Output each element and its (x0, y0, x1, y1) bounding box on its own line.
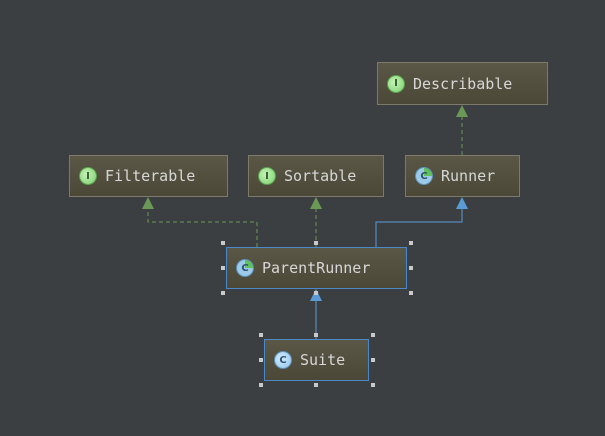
node-runner[interactable]: C Runner (405, 155, 520, 197)
node-sortable[interactable]: I Sortable (248, 155, 384, 197)
resize-handle[interactable] (371, 358, 375, 362)
resize-handle[interactable] (314, 383, 318, 387)
node-parentrunner[interactable]: C ParentRunner (226, 247, 407, 289)
node-label: Runner (441, 167, 496, 185)
resize-handle[interactable] (221, 291, 225, 295)
resize-handle[interactable] (409, 291, 413, 295)
interface-icon: I (387, 74, 405, 93)
node-filterable[interactable]: I Filterable (69, 155, 228, 197)
resize-handle[interactable] (314, 241, 318, 245)
edge-suite-parentrunner (310, 289, 322, 339)
edge-parentrunner-sortable (310, 197, 322, 247)
node-label: Suite (300, 351, 346, 369)
edge-parentrunner-runner (375, 197, 468, 247)
edge-parentrunner-filterable (142, 197, 258, 247)
resize-handle[interactable] (259, 333, 263, 337)
node-label: Describable (413, 74, 513, 93)
resize-handle[interactable] (221, 241, 225, 245)
resize-handle[interactable] (221, 266, 225, 270)
resize-handle[interactable] (409, 241, 413, 245)
resize-handle[interactable] (259, 383, 263, 387)
resize-handle[interactable] (314, 333, 318, 337)
class-icon: C (274, 351, 292, 369)
node-label: Filterable (105, 167, 196, 185)
node-label: ParentRunner (262, 259, 371, 277)
edge-runner-describable (456, 105, 468, 155)
resize-handle[interactable] (259, 358, 263, 362)
resize-handle[interactable] (314, 291, 318, 295)
interface-icon: I (258, 167, 276, 185)
node-describable[interactable]: I Describable (377, 62, 548, 105)
interface-icon: I (79, 167, 97, 185)
abstract-class-icon: C (236, 259, 254, 277)
node-label: Sortable (284, 167, 357, 185)
resize-handle[interactable] (409, 266, 413, 270)
resize-handle[interactable] (371, 333, 375, 337)
resize-handle[interactable] (371, 383, 375, 387)
node-suite[interactable]: C Suite (264, 339, 369, 381)
abstract-class-icon: C (415, 167, 433, 185)
